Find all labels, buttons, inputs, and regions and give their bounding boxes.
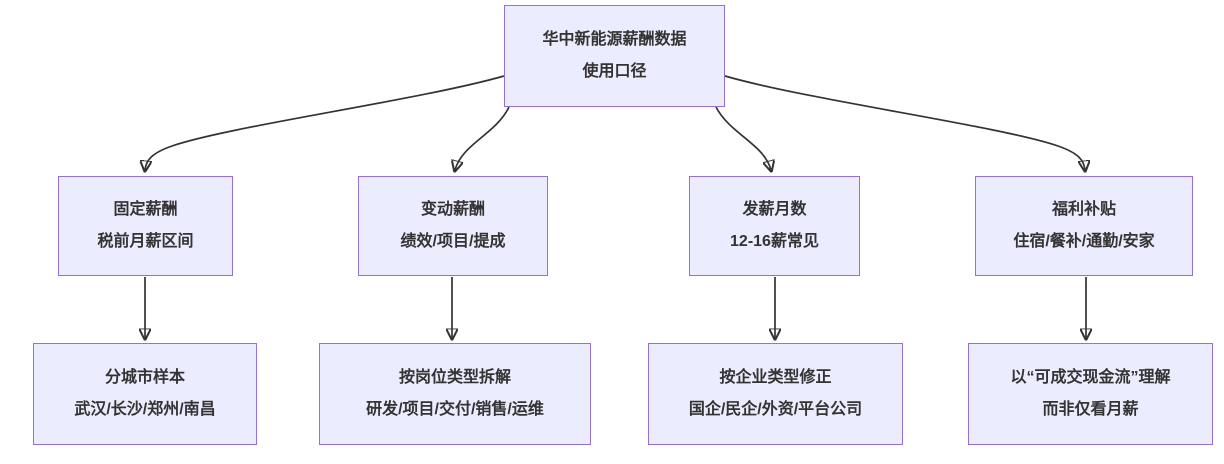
edge-root-to-salary-months [715, 106, 771, 170]
node-label-line: 分城市样本 [104, 369, 185, 387]
node-variable-salary: 变动薪酬 绩效/项目/提成 [358, 176, 548, 276]
edge-root-to-fixed-salary [145, 75, 505, 170]
node-label-line: 福利补贴 [1051, 201, 1116, 219]
node-company-type-adjust: 按企业类型修正 国企/民企/外资/平台公司 [648, 343, 903, 445]
node-label-line: 以“可成交现金流”理解 [1010, 369, 1171, 387]
node-label-line: 而非仅看月薪 [1042, 401, 1139, 418]
node-label-line: 国企/民企/外资/平台公司 [688, 401, 863, 418]
node-label-line: 华中新能源薪酬数据 [542, 31, 687, 49]
node-cashflow-view: 以“可成交现金流”理解 而非仅看月薪 [968, 343, 1213, 445]
node-label-line: 税前月薪区间 [97, 233, 194, 250]
node-label-line: 变动薪酬 [420, 201, 485, 219]
node-label-line: 住宿/餐补/通勤/安家 [1013, 233, 1155, 250]
node-label-line: 绩效/项目/提成 [400, 233, 506, 250]
node-benefits: 福利补贴 住宿/餐补/通勤/安家 [975, 176, 1193, 276]
node-position-type-split: 按岗位类型拆解 研发/项目/交付/销售/运维 [319, 343, 591, 445]
node-salary-months: 发薪月数 12-16薪常见 [689, 176, 860, 276]
node-label-line: 12-16薪常见 [730, 233, 819, 250]
node-label-line: 武汉/长沙/郑州/南昌 [74, 401, 216, 418]
edge-root-to-variable-salary [455, 106, 510, 170]
node-label-line: 使用口径 [582, 63, 647, 80]
node-fixed-salary: 固定薪酬 税前月薪区间 [58, 176, 233, 276]
node-label-line: 研发/项目/交付/销售/运维 [366, 401, 544, 418]
node-label-line: 按岗位类型拆解 [398, 369, 511, 387]
node-label-line: 按企业类型修正 [719, 369, 832, 387]
edge-root-to-benefits [724, 75, 1085, 170]
node-label-line: 发薪月数 [742, 201, 807, 219]
node-city-sample: 分城市样本 武汉/长沙/郑州/南昌 [33, 343, 257, 445]
node-root-salary-data-scope: 华中新能源薪酬数据 使用口径 [504, 5, 725, 107]
node-label-line: 固定薪酬 [113, 201, 178, 219]
